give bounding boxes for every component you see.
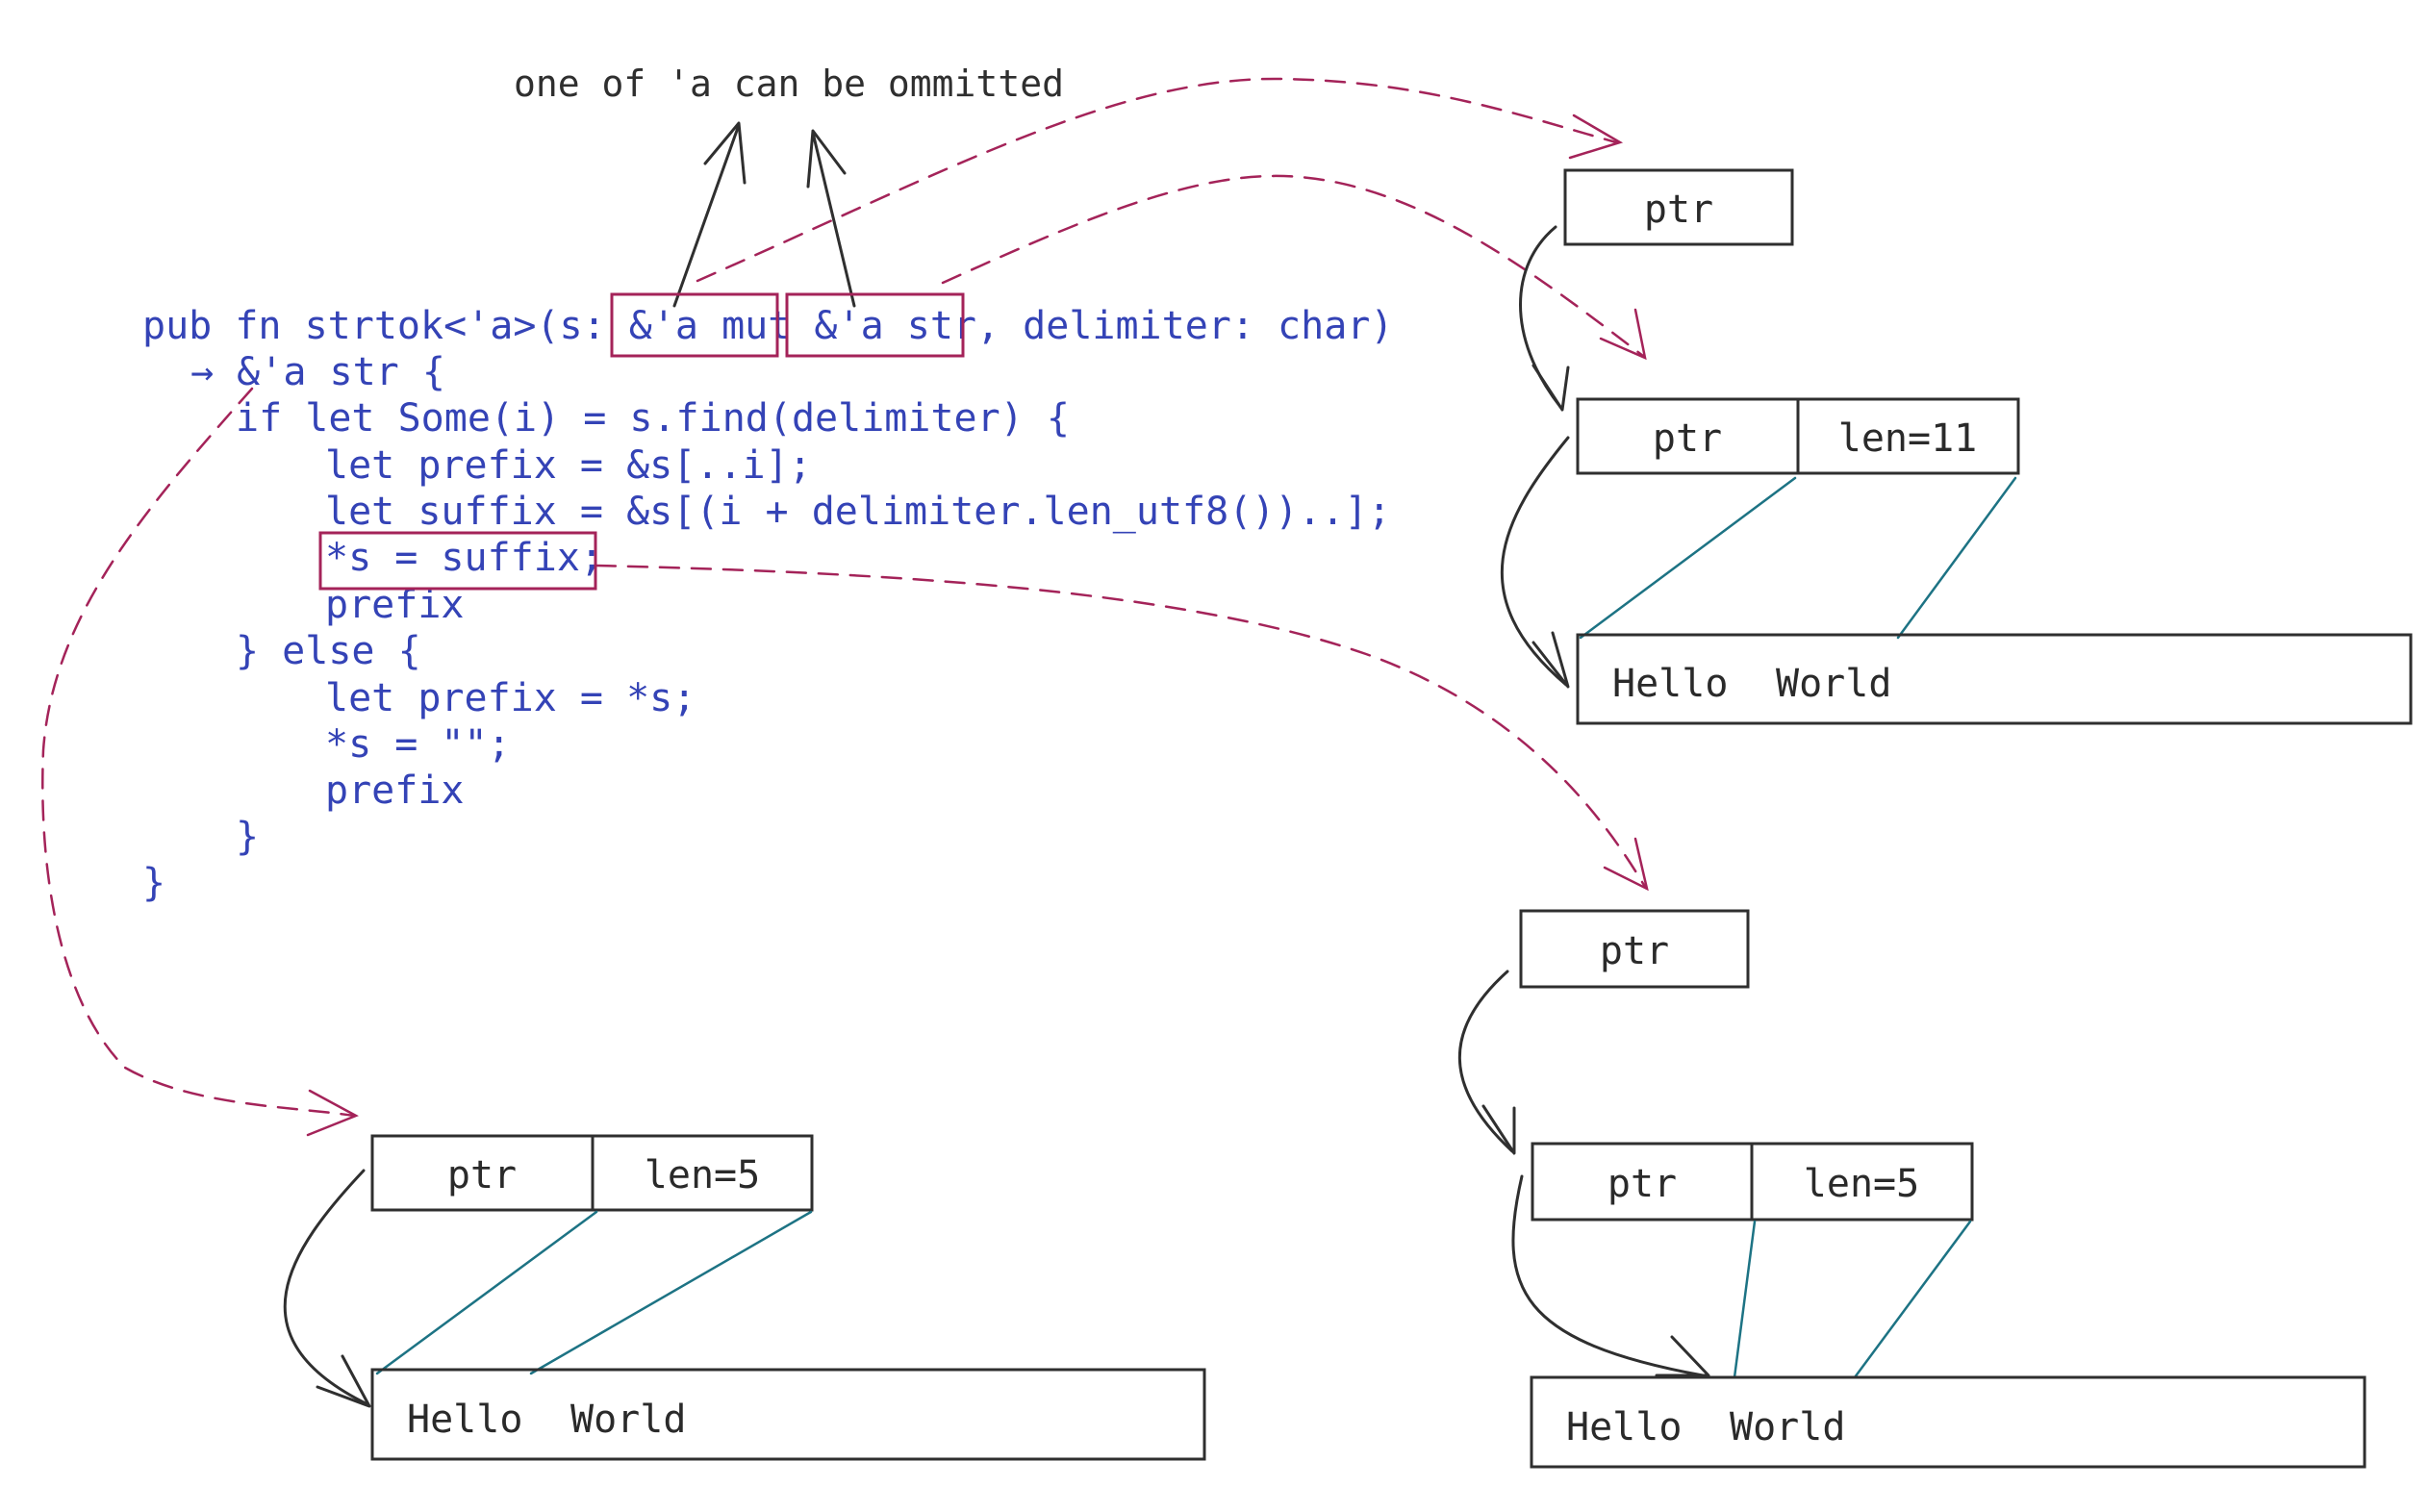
- slice-start-link: [1733, 1220, 1757, 1379]
- outer-ptr-arrow: [1457, 970, 1514, 1153]
- code-line-8: } else {: [236, 629, 421, 673]
- outer-ptr-box: [1519, 909, 1750, 989]
- buffer-world: World: [570, 1398, 686, 1442]
- slice-ptr-arrowhead: [1531, 631, 1570, 689]
- highlight-assign-suffix: [318, 531, 597, 591]
- buffer-hello: Hello: [1612, 662, 1728, 706]
- dashed-arrow-suffix-to-new-slice: [595, 564, 1649, 892]
- string-buffer: [370, 1368, 1206, 1461]
- buffer-hello: Hello: [407, 1398, 522, 1442]
- code-line-2: → &'a str {: [190, 350, 445, 394]
- param-str-ref: &'a str: [814, 304, 976, 348]
- code-line-1: pub fn strtok<'a>(s: &'a mut &'a str, de…: [142, 304, 1393, 348]
- highlight-mut-ref: [610, 292, 779, 358]
- slice-ptr-arrow: [283, 1169, 369, 1406]
- note-arrow-mut: [672, 121, 747, 308]
- code-line-1-prefix: pub fn strtok<'a>(s:: [142, 304, 629, 348]
- outer-ptr-arrowhead: [1481, 1104, 1516, 1155]
- code-line-9: let prefix = *s;: [325, 676, 696, 720]
- diagram-bottom-left: ptr len=5 Hello World: [283, 1134, 1206, 1461]
- dashed-arrow-mut-to-outer-ptr: [696, 77, 1624, 283]
- buffer-hello: Hello: [1566, 1405, 1682, 1449]
- dashed-arrow-if-to-prefix-slice: [41, 387, 359, 1137]
- note-arrow-str: [806, 129, 856, 308]
- slice-start-link: [375, 1210, 598, 1375]
- slice-len-box: [1796, 397, 2020, 475]
- slice-len-box: [591, 1134, 814, 1212]
- outer-ptr-arrowhead: [1531, 364, 1570, 412]
- slice-end-link: [529, 1210, 813, 1375]
- slice-len-label: len=5: [645, 1153, 760, 1197]
- slice-start-link: [1579, 476, 1797, 640]
- code-line-3: if let Some(i) = s.find(delimiter) {: [236, 396, 1070, 441]
- slice-len-box: [1750, 1142, 1974, 1222]
- code-line-13: }: [142, 861, 165, 905]
- slice-ptr-label: ptr: [447, 1153, 517, 1197]
- outer-ptr-arrow: [1519, 225, 1562, 409]
- code-line-1-suffix: , delimiter: char): [976, 304, 1393, 348]
- slice-end-link: [1853, 1220, 1972, 1379]
- code-line-4: let prefix = &s[..i];: [325, 443, 812, 488]
- slice-ptr-label: ptr: [1607, 1162, 1677, 1206]
- lifetime-note: one of 'a can be ommitted: [514, 63, 1064, 105]
- slice-ptr-arrow: [1511, 1174, 1705, 1377]
- string-buffer: [1576, 633, 2413, 725]
- outer-ptr-label: ptr: [1644, 188, 1713, 232]
- diagram-bottom-right: ptr ptr len=5 Hello World: [1457, 909, 2367, 1469]
- code-line-5: let suffix = &s[(i + delimiter.len_utf8(…: [325, 490, 1391, 534]
- slice-len-label: len=11: [1838, 416, 1978, 461]
- code-line-10: *s = "";: [325, 722, 511, 767]
- buffer-world: World: [1730, 1405, 1845, 1449]
- diagram-top-right: ptr ptr len=11 Hello World: [1500, 168, 2413, 725]
- param-mut-ref: &'a mut: [629, 304, 792, 348]
- slice-ptr-label: ptr: [1653, 416, 1722, 461]
- slice-ptr-arrow: [1500, 436, 1570, 687]
- code-line-11: prefix: [325, 769, 465, 813]
- code-line-7: prefix: [325, 583, 465, 627]
- slice-end-link: [1896, 476, 2017, 640]
- buffer-world: World: [1776, 662, 1891, 706]
- slice-len-label: len=5: [1804, 1162, 1919, 1206]
- slice-ptr-arrowhead: [1655, 1335, 1710, 1377]
- slice-ptr-arrowhead: [316, 1354, 371, 1408]
- dashed-arrow-str-to-slice: [941, 174, 1647, 361]
- highlight-str-ref: [785, 292, 965, 358]
- string-buffer: [1530, 1375, 2367, 1469]
- code-line-12: }: [236, 815, 259, 859]
- outer-ptr-box: [1563, 168, 1794, 246]
- outer-ptr-label: ptr: [1600, 929, 1669, 973]
- code-block: pub fn strtok<'a>(s: &'a mut &'a str, de…: [142, 304, 1393, 905]
- code-line-6: *s = suffix;: [325, 536, 603, 580]
- code-line-1-space: [791, 304, 814, 348]
